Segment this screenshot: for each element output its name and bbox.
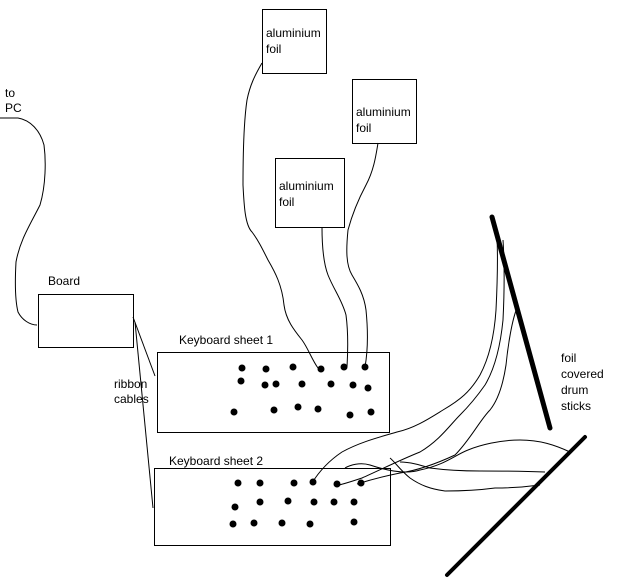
foil-pad-3-wire <box>321 226 349 368</box>
keyboard-sheet-2-contact-dot <box>309 478 317 486</box>
keyboard-sheet-1-contact-dot <box>237 377 245 385</box>
keyboard-sheet-1-contact-dot <box>261 381 269 389</box>
keyboard-sheet-2-contact-dot <box>290 479 298 487</box>
foil-pad-2-line-2: foil <box>356 121 372 135</box>
drumstick-1-wire-1 <box>311 236 498 484</box>
keyboard-sheet-2-contact-dot <box>278 519 286 527</box>
foil-pad-1-wire <box>242 62 322 370</box>
keyboard-sheet-1-contact-dot <box>327 380 335 388</box>
foil-pad-3: aluminium foil <box>275 158 345 228</box>
keyboard-sheet-1-contact-dot <box>346 411 354 419</box>
keyboard-sheet-1-box <box>157 352 390 433</box>
foil-pad-2: aluminium foil <box>352 79 417 144</box>
to-pc-label: to PC <box>5 86 22 116</box>
keyboard-sheet-2-contact-dot <box>350 498 358 506</box>
keyboard-sheet-2-contact-dot <box>231 503 239 511</box>
ribbon-cables-label: ribbon cables <box>114 377 149 407</box>
keyboard-sheet-2-contact-dot <box>250 519 258 527</box>
to-pc-line-2: PC <box>5 101 22 115</box>
foil-pad-1-line-1: aluminium <box>266 26 321 40</box>
board-box <box>38 294 134 348</box>
ribbon-line-2: cables <box>114 392 149 406</box>
keyboard-sheet-1-contact-dot <box>262 365 270 373</box>
keyboard-sheet-1-contact-dot <box>349 381 357 389</box>
drumsticks-line-4: sticks <box>561 399 591 413</box>
pc-cable <box>0 117 46 326</box>
keyboard-sheet-2-box <box>154 468 391 546</box>
foil-pad-2-wire <box>346 142 379 368</box>
drumstick-2-wire-2 <box>399 461 546 473</box>
keyboard-sheet-1-contact-dot <box>238 364 246 372</box>
keyboard-sheet-2-contact-dot <box>357 479 365 487</box>
ribbon-cable-1 <box>132 316 156 377</box>
keyboard-sheet-1-contact-dot <box>298 380 306 388</box>
drumstick-1-wire-2 <box>334 239 505 487</box>
ribbon-cable-2 <box>134 321 154 509</box>
keyboard-sheet-1-contact-dot <box>314 405 322 413</box>
keyboard-sheet-1-contact-dot <box>367 408 375 416</box>
keyboard-sheet-2-contact-dot <box>333 480 341 488</box>
keyboard-sheet-1-contact-dot <box>272 380 280 388</box>
keyboard-sheet-2-contact-dot <box>229 520 237 528</box>
keyboard-sheet-1-label: Keyboard sheet 1 <box>179 333 274 347</box>
keyboard-sheet-1-contact-dot <box>361 363 369 371</box>
keyboard-sheet-2-contact-dot <box>306 520 314 528</box>
drumstick-1 <box>489 214 553 431</box>
drumsticks-label: foil covered drum sticks <box>561 350 604 414</box>
keyboard-sheet-1-contact-dot <box>294 403 302 411</box>
keyboard-sheet-2-contact-dot <box>350 518 358 526</box>
board-label: Board <box>48 274 81 288</box>
keyboard-sheet-2-contact-dot <box>234 479 242 487</box>
drumstick-1-wire-3 <box>356 307 518 485</box>
foil-pad-2-line-1: aluminium <box>356 105 411 119</box>
drumstick-2-wire-1 <box>344 439 571 473</box>
keyboard-sheet-2-contact-dot <box>284 497 292 505</box>
keyboard-sheet-1-contact-dot <box>270 406 278 414</box>
foil-pad-3-line-2: foil <box>279 195 295 209</box>
drumstick-2-wire-3 <box>389 457 541 492</box>
keyboard-sheet-2-label: Keyboard sheet 2 <box>169 454 264 468</box>
foil-pad-1-line-2: foil <box>266 42 282 56</box>
keyboard-sheet-1-contact-dot <box>289 363 297 371</box>
keyboard-sheet-2-contact-dot <box>330 498 338 506</box>
keyboard-sheet-1-contact-dot <box>340 363 348 371</box>
keyboard-sheet-1-contacts <box>230 363 375 419</box>
to-pc-line-1: to <box>5 86 16 100</box>
keyboard-sheet-1-contact-dot <box>317 365 325 373</box>
drumsticks-line-1: foil <box>561 351 577 365</box>
drumsticks-line-2: covered <box>561 367 604 381</box>
keyboard-sheet-2-contact-dot <box>310 498 318 506</box>
foil-pad-3-line-1: aluminium <box>279 179 334 193</box>
keyboard-sheet-1-contact-dot <box>364 384 372 392</box>
drumstick-2 <box>445 435 587 577</box>
drumsticks-line-3: drum <box>561 383 589 397</box>
keyboard-sheet-1-contact-dot <box>230 408 238 416</box>
keyboard-sheet-2-contacts <box>229 478 365 528</box>
keyboard-sheet-2-contact-dot <box>256 498 264 506</box>
keyboard-sheet-2-contact-dot <box>256 479 264 487</box>
ribbon-line-1: ribbon <box>114 377 148 391</box>
foil-pad-1: aluminium foil <box>262 9 327 74</box>
